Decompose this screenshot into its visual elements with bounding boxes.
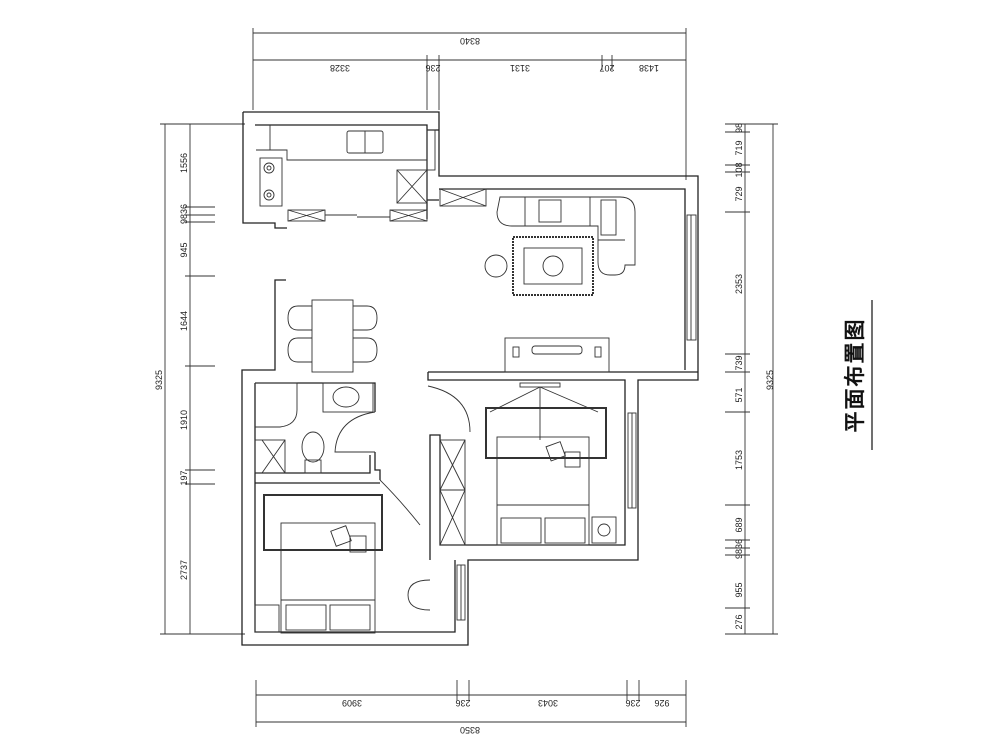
dim-bottom-seg: 926 — [654, 698, 669, 708]
dim-top-seg: 3328 — [330, 63, 350, 73]
dining-table — [311, 299, 354, 373]
dim-right-seg: 108 — [734, 162, 744, 177]
dim-right-seg: 739 — [734, 355, 744, 370]
door-swing — [427, 385, 471, 433]
vanity — [322, 382, 374, 413]
dim-left-seg: 1644 — [179, 311, 189, 331]
nightstand — [591, 516, 617, 544]
bottom-dimensions: 3909 236 3043 236 926 8350 — [255, 680, 687, 735]
dim-top-seg: 1438 — [639, 63, 659, 73]
chair-icon — [353, 337, 378, 363]
flower-icon — [542, 255, 564, 277]
lamp-icon — [597, 523, 611, 537]
dim-top-seg: 207 — [599, 63, 614, 73]
basin-icon — [332, 386, 360, 408]
sofa-icon — [496, 196, 636, 276]
cushion-icon — [538, 199, 562, 223]
dim-left-seg: 1910 — [179, 410, 189, 430]
dim-right-seg: 9836 — [734, 539, 744, 559]
tv-cabinet — [504, 337, 610, 373]
windows — [426, 129, 697, 621]
cushion-icon — [349, 535, 367, 553]
tv-icon — [519, 382, 561, 388]
dim-top-seg: 236 — [425, 63, 440, 73]
dim-right-seg: 955 — [734, 582, 744, 597]
dim-top-seg: 3131 — [510, 63, 530, 73]
dim-top-total: 8340 — [460, 36, 480, 46]
dim-bottom-seg: 3909 — [342, 698, 362, 708]
dim-right-seg: 2353 — [734, 274, 744, 294]
rug-icon — [512, 236, 594, 296]
toilet-icon — [301, 431, 325, 463]
cushion-icon — [330, 525, 352, 547]
dim-right-seg: 689 — [734, 517, 744, 532]
cushion-icon — [564, 451, 581, 468]
tv-icon — [531, 345, 583, 355]
phone-icon — [254, 604, 280, 633]
shower-icon — [255, 382, 298, 428]
door-swing — [379, 479, 421, 526]
stove-icon — [259, 157, 283, 207]
headboard — [485, 407, 607, 459]
dim-right-seg: 719 — [734, 140, 744, 155]
dim-bottom-total: 8350 — [460, 725, 480, 735]
dim-bottom-seg: 236 — [455, 698, 470, 708]
chair-icon — [287, 305, 312, 331]
wardrobe — [439, 439, 466, 546]
washer-icon — [254, 439, 286, 474]
dim-left-seg: 197 — [179, 470, 189, 485]
cushion-icon — [600, 199, 617, 236]
left-dimensions: 9325 1556 9836 945 1644 1910 197 2737 — [154, 123, 245, 635]
bed-icon — [496, 436, 590, 546]
right-dimensions: 9325 98 719 108 729 2353 739 571 1753 68… — [725, 123, 778, 635]
title-text: 平面布置图 — [843, 318, 867, 433]
living-room — [484, 196, 636, 373]
plant-icon — [484, 254, 508, 278]
dim-bottom-seg: 3043 — [538, 698, 558, 708]
bathroom — [254, 382, 376, 474]
walls — [241, 111, 699, 646]
dim-right-seg: 571 — [734, 387, 744, 402]
chair-icon — [353, 305, 378, 331]
bedroom-1 — [254, 479, 431, 634]
dining-area — [287, 299, 378, 373]
dim-bottom-seg: 236 — [625, 698, 640, 708]
cushion-icon — [545, 441, 566, 462]
dim-right-seg: 729 — [734, 186, 744, 201]
dim-right-total: 9325 — [765, 370, 775, 390]
dim-left-total: 9325 — [154, 370, 164, 390]
dim-right-seg: 98 — [734, 123, 744, 133]
bedroom-2 — [427, 382, 617, 546]
headboard — [263, 494, 383, 551]
drawing-title: 平面布置图 — [843, 300, 873, 450]
bed-icon — [280, 522, 376, 634]
dim-left-seg: 1556 — [179, 153, 189, 173]
kitchen — [256, 125, 487, 222]
dim-left-seg: 9836 — [179, 204, 189, 224]
chair-icon — [287, 337, 312, 363]
door-swing — [334, 411, 376, 453]
stool-icon — [407, 579, 431, 611]
dim-right-seg: 276 — [734, 614, 744, 629]
top-dimensions: 8340 3328 236 3131 207 1438 — [252, 28, 687, 180]
dim-left-seg: 945 — [179, 242, 189, 257]
dim-left-seg: 2737 — [179, 560, 189, 580]
dim-right-seg: 1753 — [734, 450, 744, 470]
fridge-icon — [396, 169, 428, 204]
